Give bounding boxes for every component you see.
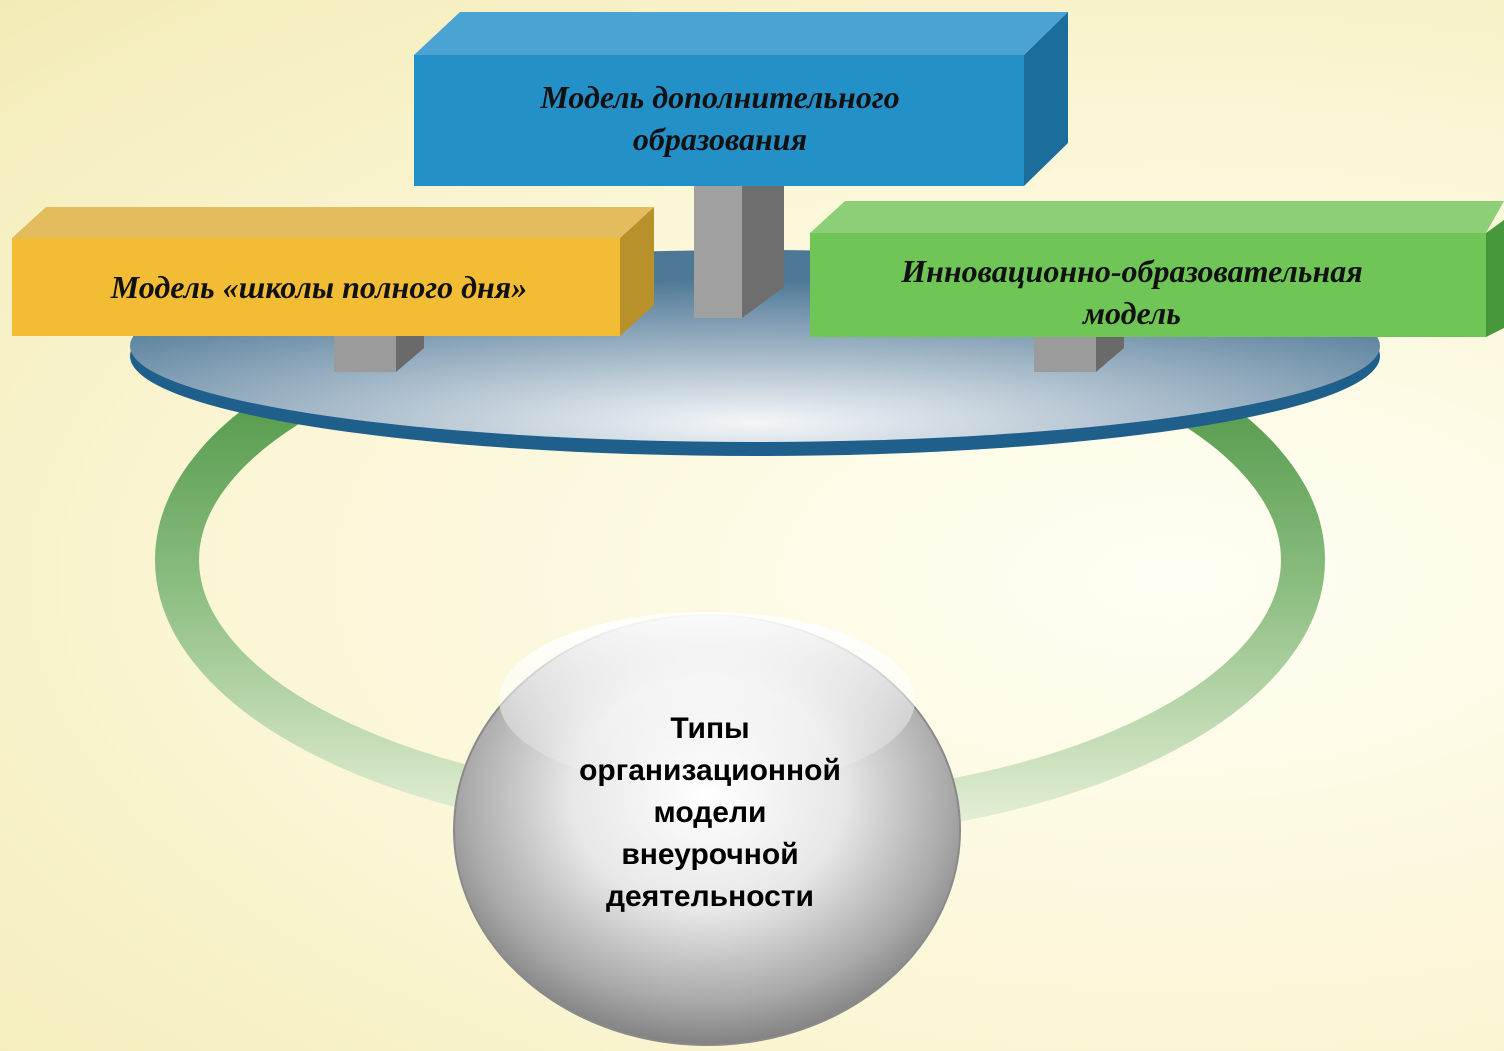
top-box bbox=[414, 12, 1068, 186]
right-box-label: Инновационно-образовательная модель bbox=[901, 253, 1363, 331]
right-box bbox=[810, 201, 1504, 337]
left-box-label: Модель «школы полного дня» bbox=[110, 269, 528, 305]
center-pillar bbox=[694, 160, 784, 318]
top-box-label: Модель дополнительного образования bbox=[540, 79, 900, 157]
center-sphere bbox=[453, 612, 961, 1046]
center-label: Типы организационной модели внеурочной д… bbox=[579, 712, 841, 913]
left-box bbox=[12, 207, 654, 336]
